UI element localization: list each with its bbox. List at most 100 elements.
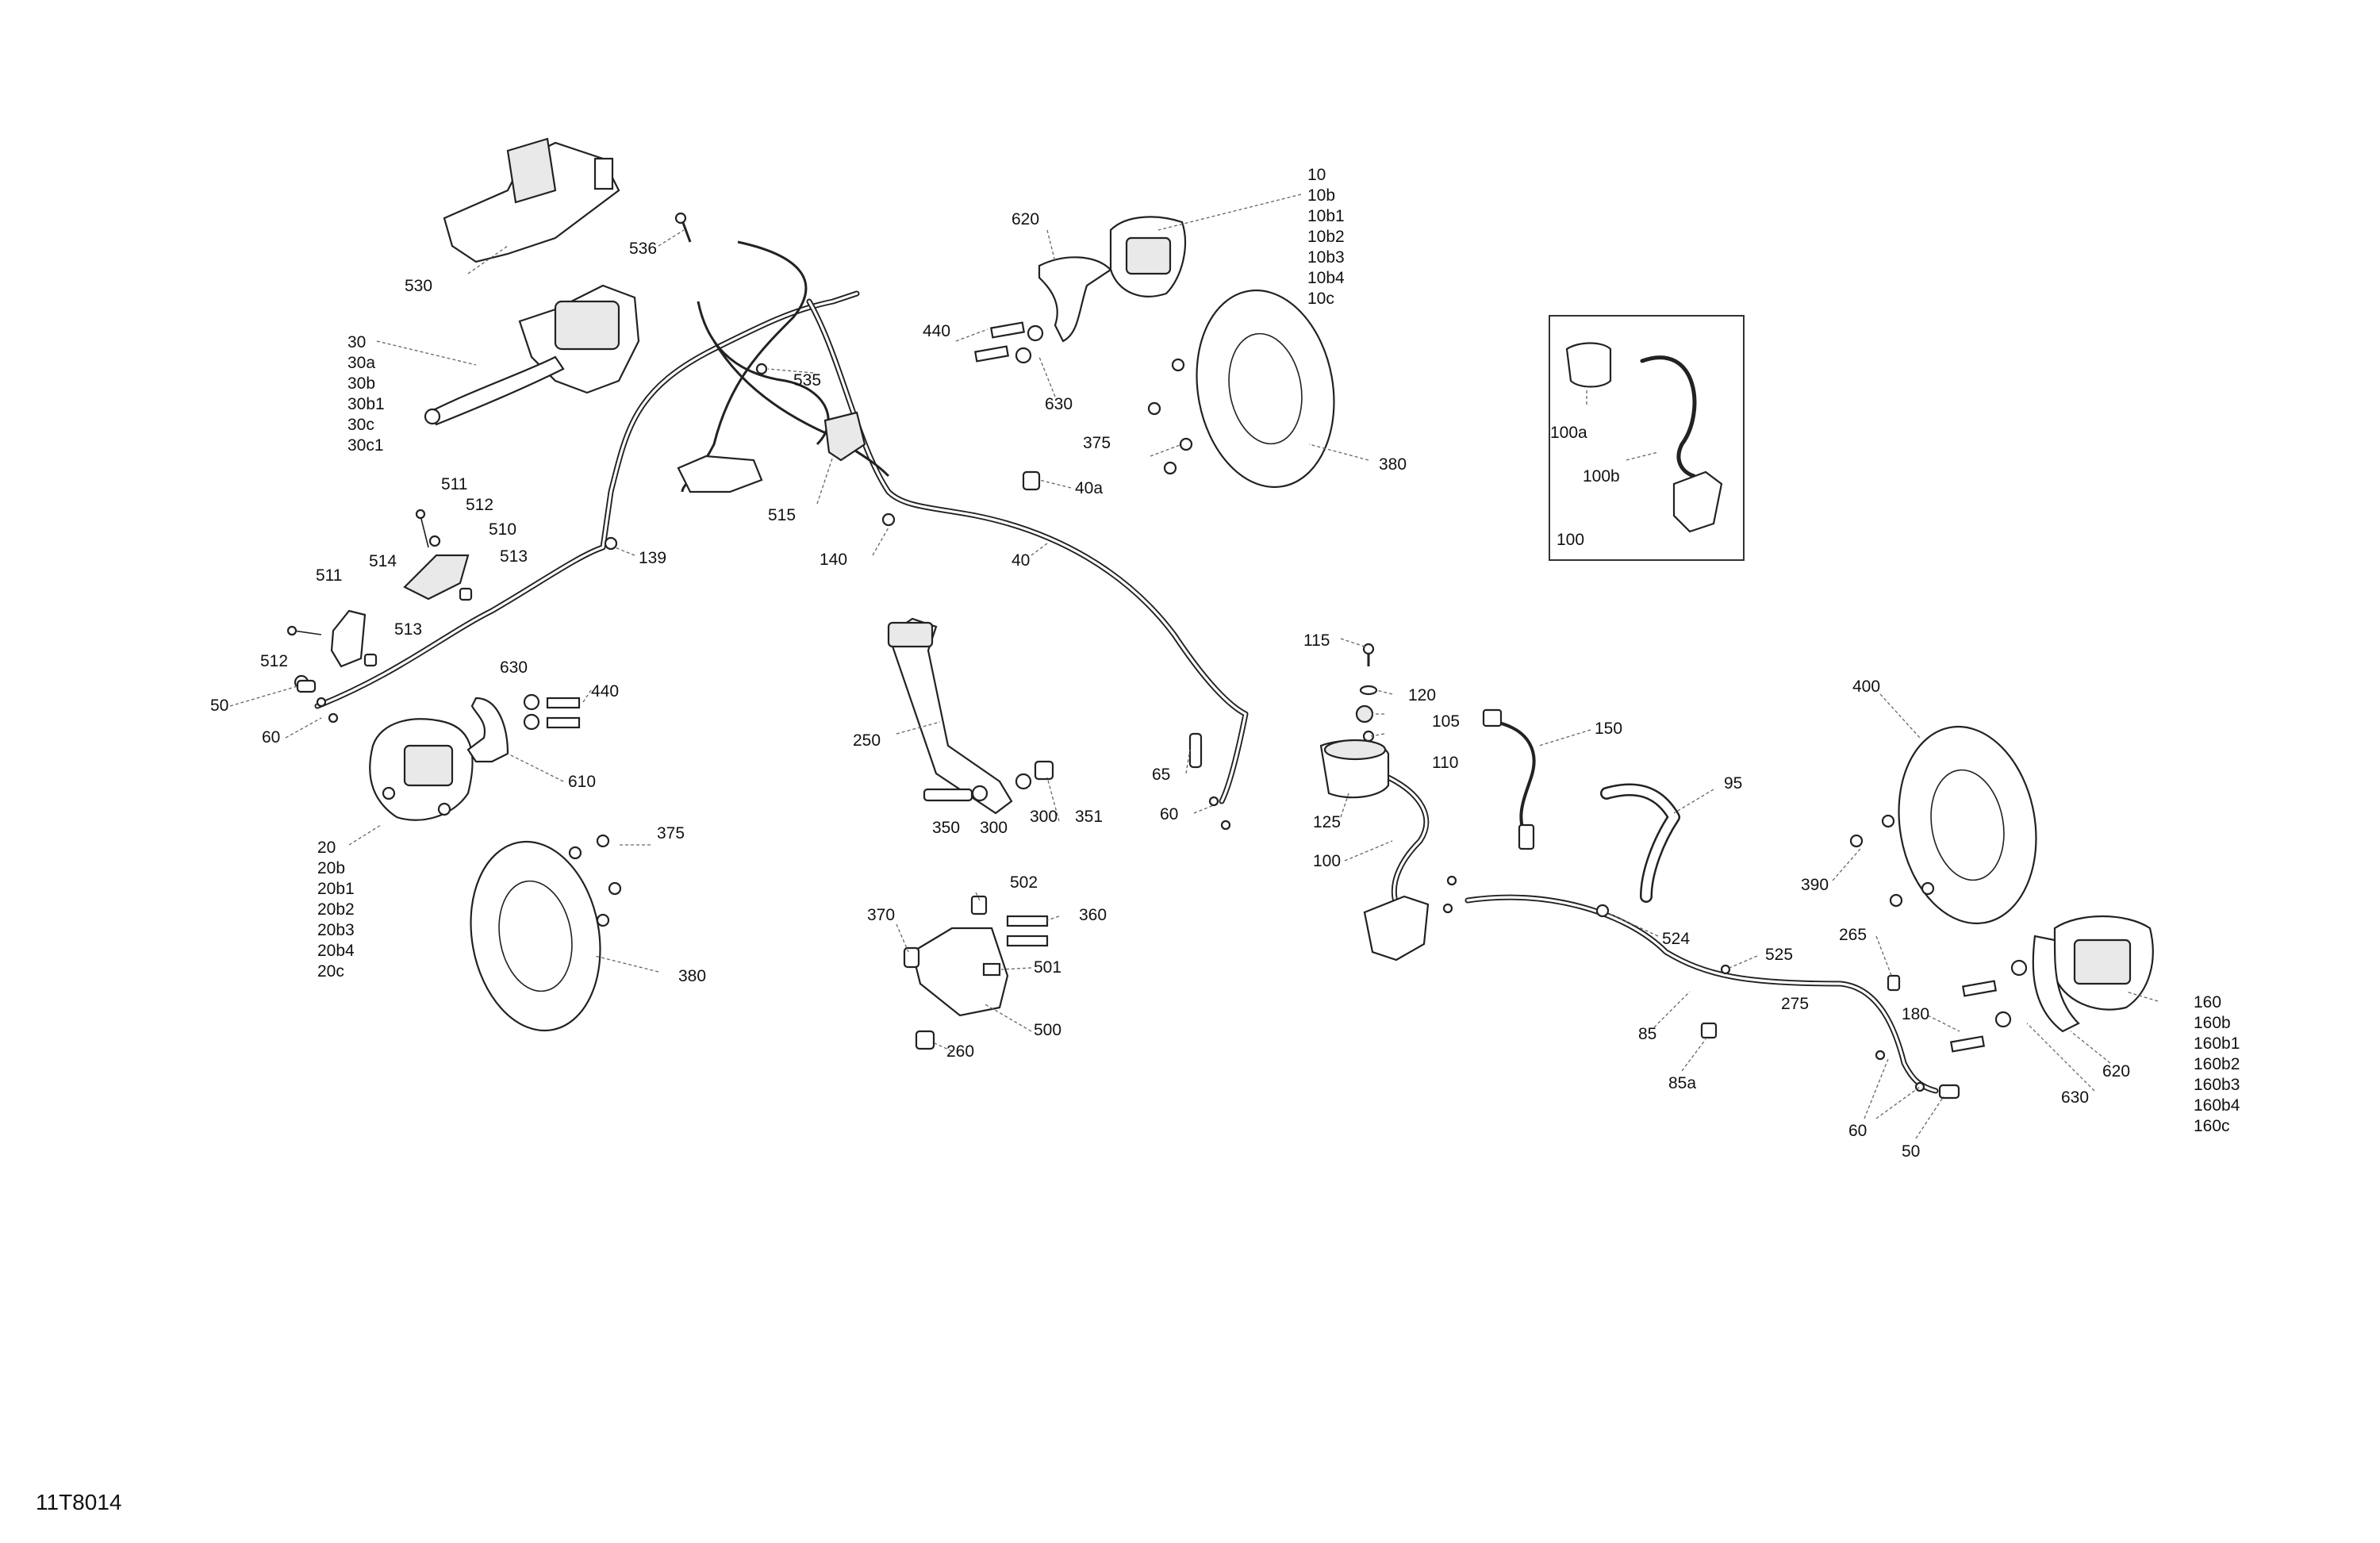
callout-30b1: 30b1 <box>347 395 385 413</box>
vent-hose-95 <box>1600 783 1680 903</box>
callout-125: 125 <box>1313 813 1341 831</box>
washer-630-front-left <box>523 693 540 731</box>
rear-brake-disc <box>1898 725 2037 925</box>
callout-30c1: 30c1 <box>347 436 384 455</box>
wheel-speed-sensor-150 <box>1482 708 1535 850</box>
screw-511-lower <box>286 625 322 636</box>
bolt-360 <box>1006 915 1049 947</box>
callout-105: 105 <box>1432 712 1460 731</box>
callout-260: 260 <box>946 1042 974 1061</box>
caliper-bracket-610 <box>466 697 509 763</box>
callout-160b: 160b <box>2194 1014 2231 1032</box>
callout-512-lower: 512 <box>260 652 288 670</box>
callout-160b4: 160b4 <box>2194 1096 2240 1115</box>
callout-250: 250 <box>853 731 881 750</box>
callout-502: 502 <box>1010 873 1038 892</box>
leader-lines <box>229 194 2159 1139</box>
callout-10c: 10c <box>1307 290 1334 308</box>
abs-wiring-harness <box>681 240 890 493</box>
callout-40a: 40a <box>1075 479 1103 497</box>
bolt-536 <box>674 212 692 243</box>
washer-120 <box>1359 685 1378 696</box>
inset-frame-100 <box>1549 315 1745 561</box>
callout-525: 525 <box>1765 946 1793 964</box>
callout-535: 535 <box>793 371 821 390</box>
callout-440-front-right: 440 <box>923 322 950 340</box>
callout-620-front: 620 <box>1012 210 1039 228</box>
rear-master-cylinder <box>1319 739 1390 799</box>
callout-400: 400 <box>1852 677 1880 696</box>
callout-20b: 20b <box>317 859 345 877</box>
clip-140 <box>881 512 896 527</box>
callout-60-middle: 60 <box>1160 805 1178 823</box>
callout-350: 350 <box>932 819 960 837</box>
callout-20b2: 20b2 <box>317 900 355 919</box>
callout-510: 510 <box>489 520 516 539</box>
caliper-bracket-620-front <box>1038 256 1112 343</box>
callout-20b3: 20b3 <box>317 921 355 939</box>
callout-120: 120 <box>1408 686 1436 704</box>
nut-351 <box>1034 760 1054 781</box>
callout-50-rear: 50 <box>1902 1142 1920 1161</box>
front-left-caliper <box>369 718 474 821</box>
callout-110: 110 <box>1432 754 1458 772</box>
callout-60-front: 60 <box>262 728 280 747</box>
callout-351: 351 <box>1075 808 1103 826</box>
callout-60-rear: 60 <box>1848 1122 1867 1140</box>
callout-610: 610 <box>568 773 596 791</box>
bolt-501 <box>982 962 1001 977</box>
callout-30a: 30a <box>347 354 375 372</box>
callout-10b2: 10b2 <box>1307 228 1345 246</box>
callout-85a: 85a <box>1668 1074 1696 1092</box>
callout-100-inset: 100 <box>1557 531 1584 549</box>
callout-275: 275 <box>1781 995 1809 1013</box>
clip-139 <box>604 536 618 551</box>
callout-85: 85 <box>1638 1025 1656 1043</box>
callout-375-left: 375 <box>657 824 685 843</box>
callout-375-right: 375 <box>1083 434 1111 452</box>
callout-620-rear: 620 <box>2102 1062 2130 1080</box>
callout-30b: 30b <box>347 374 375 393</box>
banjo-bolt-50-front <box>296 679 317 693</box>
callout-524: 524 <box>1662 930 1690 948</box>
callout-20b1: 20b1 <box>317 880 355 898</box>
banjo-bolt-50-rear <box>1938 1084 1960 1100</box>
callout-labels: 10 10b 10b1 10b2 10b3 10b4 10c 620 440 6… <box>210 166 2240 1161</box>
screw-440-front-left <box>546 697 581 729</box>
callout-360: 360 <box>1079 906 1107 924</box>
front-right-caliper <box>1109 216 1187 297</box>
callout-630-front-right: 630 <box>1045 395 1073 413</box>
callout-100b: 100b <box>1583 467 1620 486</box>
callout-370: 370 <box>867 906 895 924</box>
brake-bracket-530 <box>443 137 620 263</box>
callout-501: 501 <box>1034 958 1061 977</box>
callout-513-lower: 513 <box>394 620 422 639</box>
callout-515: 515 <box>768 506 796 524</box>
reservoir-hose <box>1385 774 1430 908</box>
screw-440-front-right <box>973 321 1026 363</box>
callout-100: 100 <box>1313 852 1341 870</box>
callout-65: 65 <box>1152 766 1170 784</box>
rear-brake-line <box>1464 894 1939 1094</box>
callout-140: 140 <box>820 551 847 569</box>
callout-390: 390 <box>1801 876 1829 894</box>
callout-10b3: 10b3 <box>1307 248 1345 267</box>
rear-caliper-lower <box>1363 895 1430 961</box>
bushing-300 <box>971 773 1032 802</box>
callout-530: 530 <box>405 277 432 295</box>
push-rod-65 <box>1188 732 1203 769</box>
callout-115: 115 <box>1303 631 1330 650</box>
callout-10b: 10b <box>1307 186 1335 205</box>
front-left-brake-disc <box>470 840 601 1032</box>
clip-535 <box>755 363 768 375</box>
callout-10b1: 10b1 <box>1307 207 1345 225</box>
clip-524 <box>1595 904 1610 918</box>
clip-40a <box>1022 470 1041 491</box>
callout-30: 30 <box>347 333 366 351</box>
caliper-bracket-620-rear <box>2032 935 2080 1033</box>
pedal-bracket-500 <box>911 927 1009 1017</box>
callout-512-upper: 512 <box>466 496 493 514</box>
callout-95: 95 <box>1724 774 1742 793</box>
callout-630-front-left: 630 <box>500 658 528 677</box>
